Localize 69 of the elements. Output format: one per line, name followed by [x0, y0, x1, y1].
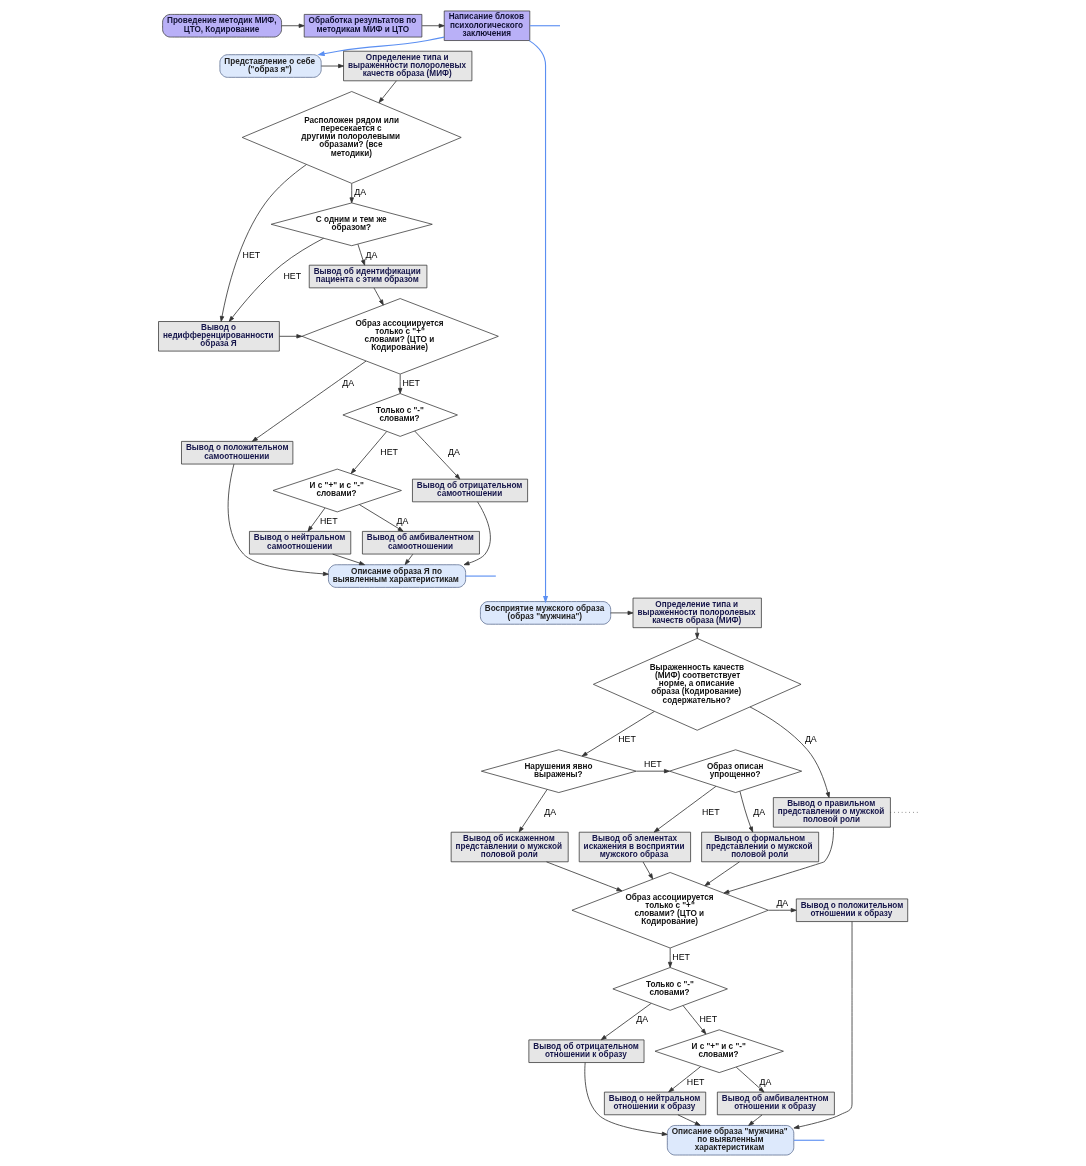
- arrow: [316, 36, 445, 57]
- edge-label: ДА: [635, 1014, 648, 1025]
- arrow: [735, 1066, 764, 1093]
- edge-label: ДА: [447, 447, 460, 458]
- edge-label: ДА: [752, 806, 765, 817]
- arrow: [583, 1062, 668, 1136]
- edge-label: НЕТ: [698, 1014, 717, 1025]
- arrow: [378, 80, 397, 104]
- arrow: [228, 237, 324, 322]
- arrow: [667, 947, 672, 968]
- edge-label: ДА: [341, 378, 354, 389]
- arrow: [397, 373, 402, 394]
- arrow: [350, 431, 387, 474]
- edge-label: НЕТ: [701, 806, 720, 817]
- connector: [464, 575, 496, 577]
- arrow: [545, 861, 622, 892]
- edge-label: НЕТ: [401, 378, 420, 389]
- arrow: [413, 430, 460, 480]
- arrow: [703, 861, 740, 887]
- arrow: [677, 1114, 701, 1126]
- edge-label: НЕТ: [643, 758, 662, 769]
- arrow: [227, 463, 329, 576]
- arrow: [635, 769, 670, 774]
- arrow: [331, 553, 365, 566]
- arrow: [642, 861, 653, 880]
- edge-label: ДА: [804, 734, 817, 745]
- edge-label: ДА: [353, 187, 366, 198]
- arrow: [609, 610, 633, 616]
- edge-label: НЕТ: [671, 952, 690, 963]
- arrow: [749, 706, 830, 798]
- arrow: [404, 553, 413, 565]
- arrow: [320, 63, 344, 69]
- arrow: [722, 826, 834, 894]
- arrow: [767, 908, 797, 913]
- arrow: [307, 507, 325, 532]
- arrow: [747, 1114, 762, 1126]
- edge-label: НЕТ: [319, 515, 338, 526]
- arrow: [463, 501, 491, 566]
- edge-label: НЕТ: [282, 270, 301, 281]
- arrow: [739, 790, 753, 833]
- arrow: [518, 789, 548, 833]
- connector: [529, 25, 561, 27]
- arrow: [421, 23, 445, 28]
- arrow: [682, 1005, 706, 1035]
- arrow: [280, 23, 305, 28]
- arrow: [251, 360, 366, 442]
- arrow: [793, 921, 852, 1130]
- arrow: [219, 164, 307, 322]
- arrow: [581, 711, 655, 757]
- edge-label: ДА: [775, 897, 788, 908]
- arrow: [373, 287, 384, 306]
- edge-label: ДА: [395, 515, 408, 526]
- edge-label: ДА: [759, 1076, 771, 1087]
- arrow: [667, 1066, 701, 1093]
- edge-label: НЕТ: [686, 1076, 704, 1087]
- edge-label: НЕТ: [617, 734, 636, 745]
- connector: [792, 1139, 825, 1141]
- arrow: [349, 183, 354, 204]
- edge-label: НЕТ: [379, 447, 398, 458]
- arrow: [600, 1003, 652, 1041]
- arrow: [653, 785, 716, 833]
- edge-label: ДА: [365, 249, 377, 260]
- edge-label: НЕТ: [242, 249, 260, 260]
- arrow: [694, 627, 699, 639]
- arrow: [358, 504, 404, 532]
- edge-label: ДА: [543, 806, 556, 817]
- arrow: [278, 334, 302, 339]
- arrow: [528, 40, 548, 604]
- arrow: [357, 243, 365, 266]
